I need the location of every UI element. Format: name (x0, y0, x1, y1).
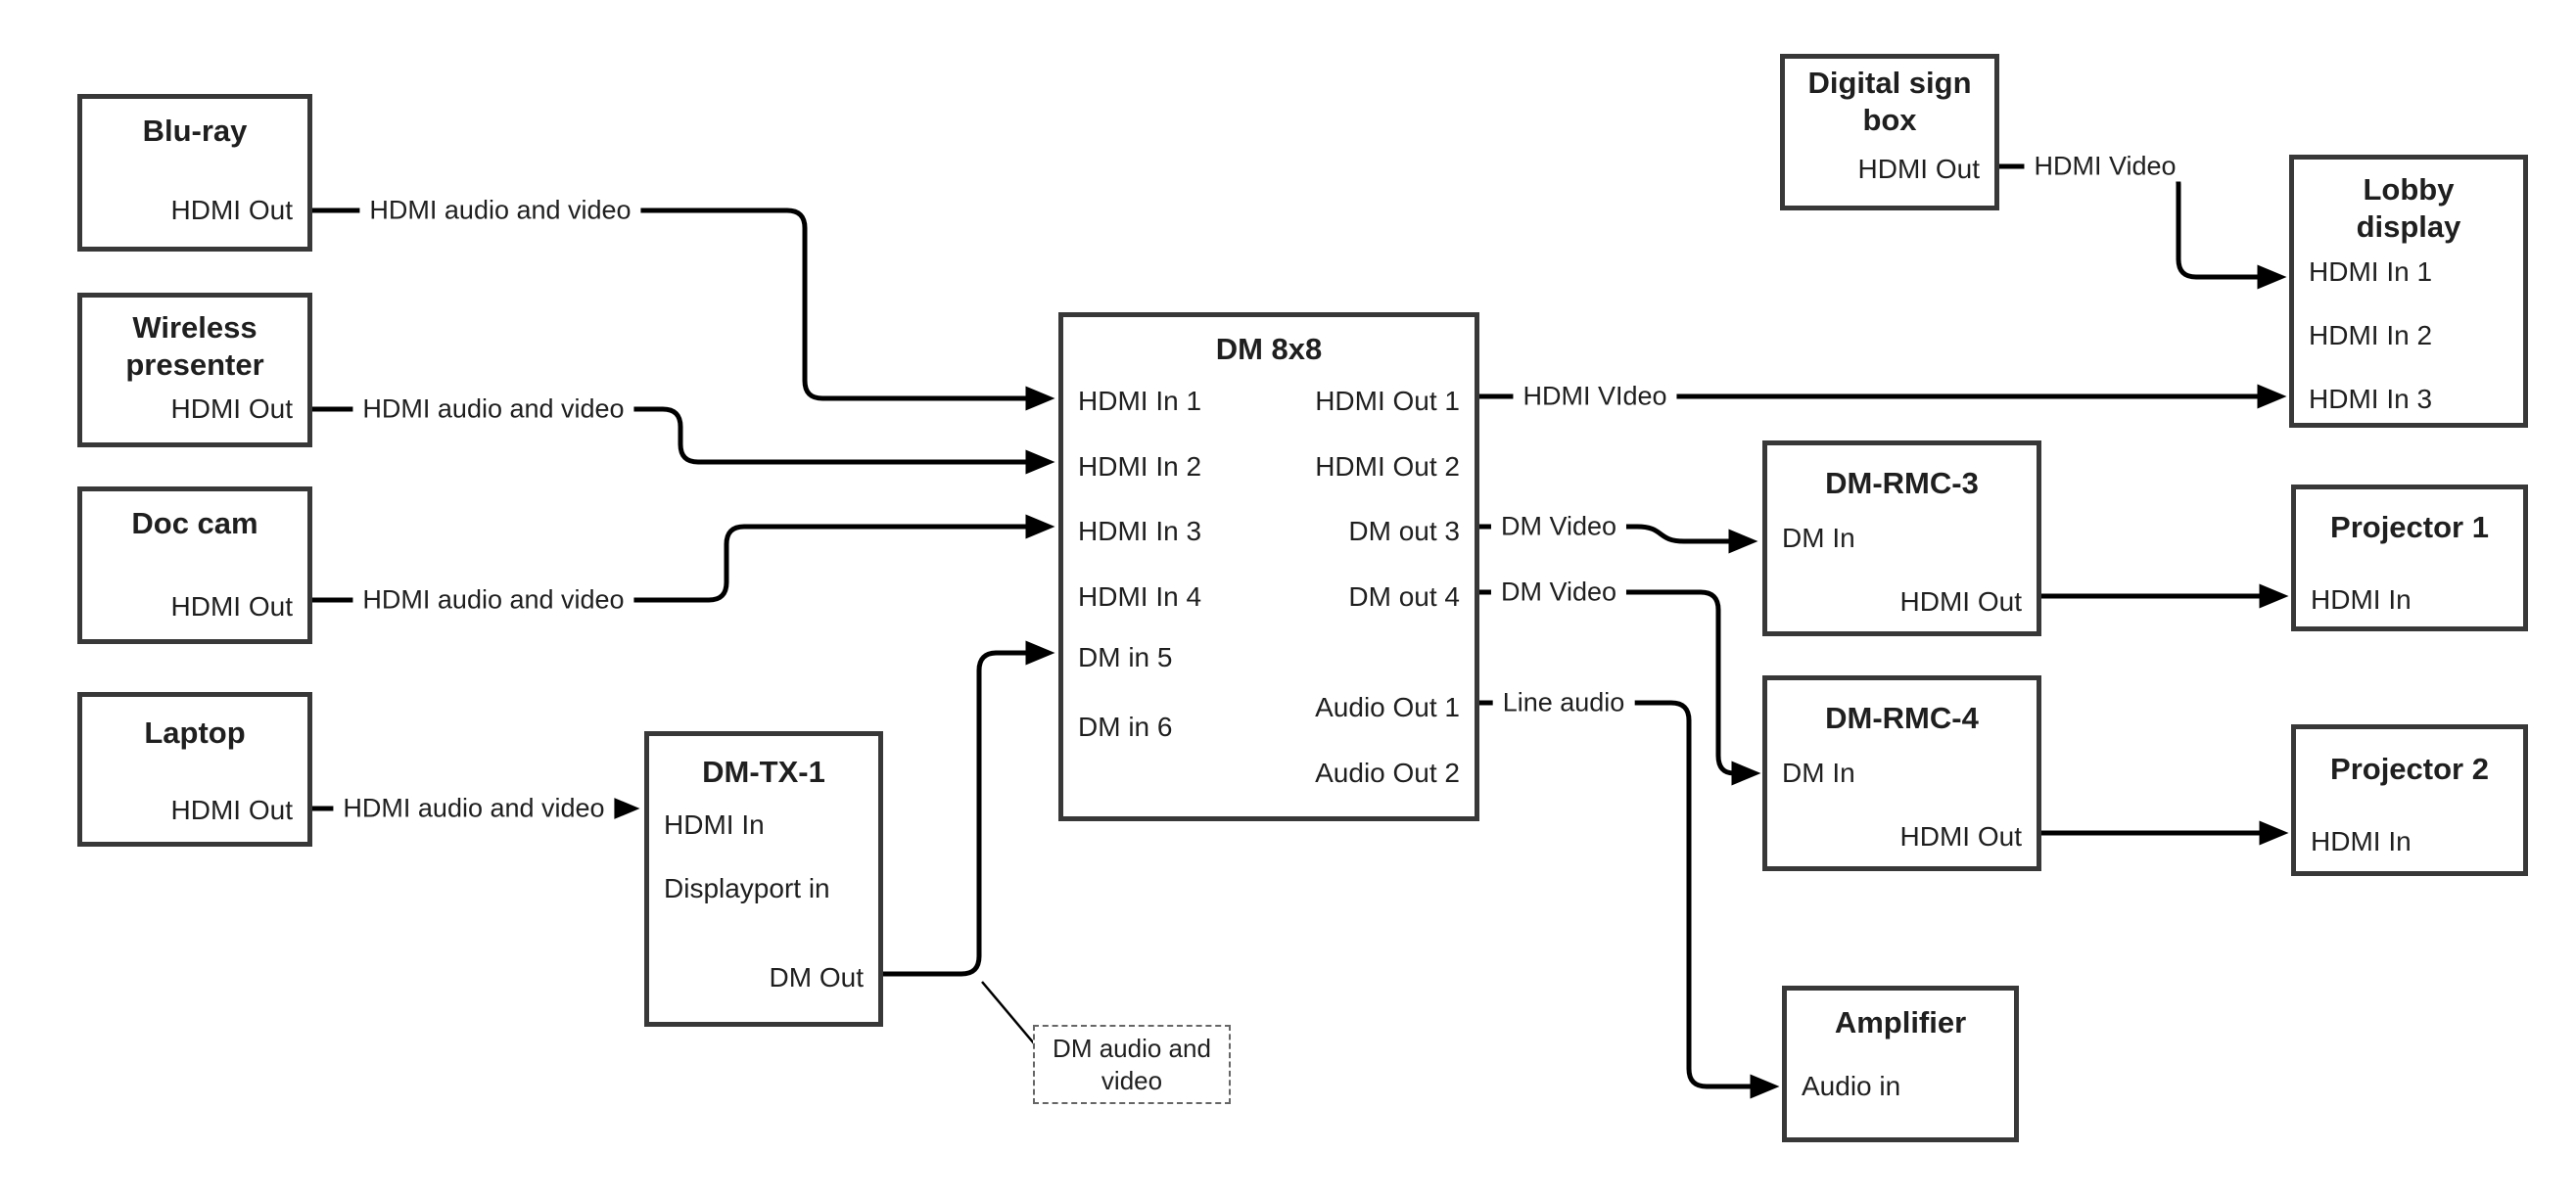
port-dm-out: DM Out (769, 962, 864, 993)
wire-dm8x8-audioout1-to-amplifier (1479, 700, 1780, 1099)
wire-label-line-audio: Line audio (1492, 687, 1635, 718)
device-title: Projector 1 (2330, 510, 2489, 544)
wire-dm8x8-out4-to-rmc4 (1479, 589, 1761, 786)
wire-label-dm-video: DM Video (1490, 511, 1627, 542)
port-dm-out-4: DM out 4 (1348, 581, 1460, 612)
port-hdmi-in-1: HDMI In 1 (2309, 256, 2433, 287)
device-title: DM-RMC-3 (1825, 466, 1979, 500)
port-hdmi-in: HDMI In (2311, 826, 2412, 856)
port-hdmi-in: HDMI In (664, 809, 765, 840)
port-audio-out-2: Audio Out 2 (1315, 758, 1460, 788)
port-hdmi-out: HDMI Out (1899, 821, 2022, 852)
port-hdmi-in-2: HDMI In 2 (1078, 451, 1202, 482)
device-wireless-presenter: Wireless presenter HDMI Out (77, 293, 312, 447)
port-dm-in: DM In (1782, 523, 1855, 553)
device-title: Digital sign box (1807, 66, 1972, 137)
wire-label-dm-video: DM Video (1490, 577, 1627, 608)
wire-bluray-to-dm8x8-in1 (312, 208, 1055, 411)
device-title: DM-TX-1 (702, 755, 825, 789)
wire-doccam-to-dm8x8-in3 (312, 514, 1055, 603)
port-hdmi-out-1: HDMI Out 1 (1315, 386, 1460, 416)
port-audio-in: Audio in (1802, 1071, 1901, 1101)
port-hdmi-in: HDMI In (2311, 584, 2412, 615)
port-hdmi-in-2: HDMI In 2 (2309, 320, 2433, 350)
port-dm-in: DM In (1782, 758, 1855, 788)
wire-digitalsign-to-lobby-in1 (1999, 163, 2287, 290)
note-dm-audio-and-video: DM audio and video (1033, 1025, 1231, 1104)
device-bluray: Blu-ray HDMI Out (77, 94, 312, 252)
device-amplifier: Amplifier Audio in (1782, 986, 2019, 1142)
port-hdmi-out-2: HDMI Out 2 (1315, 451, 1460, 482)
port-hdmi-out: HDMI Out (170, 195, 293, 225)
device-laptop: Laptop HDMI Out (77, 692, 312, 847)
port-hdmi-out: HDMI Out (170, 795, 293, 825)
wire-dm8x8-out3-to-rmc3 (1479, 524, 1758, 554)
wire-label-hdmi-av: HDMI audio and video (359, 195, 641, 226)
port-displayport-in: Displayport in (664, 873, 830, 903)
device-doc-cam: Doc cam HDMI Out (77, 486, 312, 644)
port-hdmi-out: HDMI Out (170, 591, 293, 622)
port-dm-out-3: DM out 3 (1348, 516, 1460, 546)
port-hdmi-in-3: HDMI In 3 (2309, 384, 2433, 414)
wire-label-hdmi-video: HDMI VIdeo (1513, 381, 1677, 412)
device-dm-tx-1: DM-TX-1 HDMI In Displayport in DM Out (644, 731, 883, 1027)
port-hdmi-out: HDMI Out (1857, 154, 1980, 184)
device-title: Doc cam (131, 506, 258, 540)
device-lobby-display: Lobby display HDMI In 1 HDMI In 2 HDMI I… (2289, 155, 2528, 428)
wire-label-hdmi-av: HDMI audio and video (352, 393, 634, 425)
port-hdmi-out: HDMI Out (170, 393, 293, 424)
port-hdmi-in-4: HDMI In 4 (1078, 581, 1202, 612)
wire-dmtx1-to-dm8x8-in5 (883, 640, 1055, 977)
device-title: DM 8x8 (1215, 332, 1323, 366)
wire-label-hdmi-video: HDMI Video (2024, 151, 2186, 182)
wire-label-hdmi-av: HDMI audio and video (352, 584, 634, 616)
device-title: Laptop (144, 716, 246, 750)
device-title: Projector 2 (2330, 752, 2489, 786)
wire-label-hdmi-av: HDMI audio and video (333, 793, 615, 824)
port-audio-out-1: Audio Out 1 (1315, 692, 1460, 722)
device-title: Lobby display (2356, 172, 2461, 244)
port-hdmi-in-1: HDMI In 1 (1078, 386, 1202, 416)
device-projector-2: Projector 2 HDMI In (2291, 724, 2528, 876)
device-title: DM-RMC-4 (1825, 701, 1979, 735)
device-title: Blu-ray (142, 114, 248, 148)
port-hdmi-in-3: HDMI In 3 (1078, 516, 1202, 546)
device-dm-8x8: DM 8x8 HDMI In 1 HDMI In 2 HDMI In 3 HDM… (1058, 312, 1479, 821)
port-dm-in-5: DM in 5 (1078, 642, 1173, 672)
device-title: Amplifier (1834, 1005, 1967, 1039)
device-title: Wireless presenter (125, 310, 264, 382)
device-projector-1: Projector 1 HDMI In (2291, 485, 2528, 631)
device-dm-rmc-3: DM-RMC-3 DM In HDMI Out (1762, 440, 2041, 636)
note-callout-line (981, 981, 1035, 1044)
device-digital-sign-box: Digital sign box HDMI Out (1780, 54, 1999, 210)
device-dm-rmc-4: DM-RMC-4 DM In HDMI Out (1762, 675, 2041, 871)
port-hdmi-out: HDMI Out (1899, 586, 2022, 617)
port-dm-in-6: DM in 6 (1078, 712, 1173, 742)
wire-wireless-to-dm8x8-in2 (312, 406, 1055, 475)
